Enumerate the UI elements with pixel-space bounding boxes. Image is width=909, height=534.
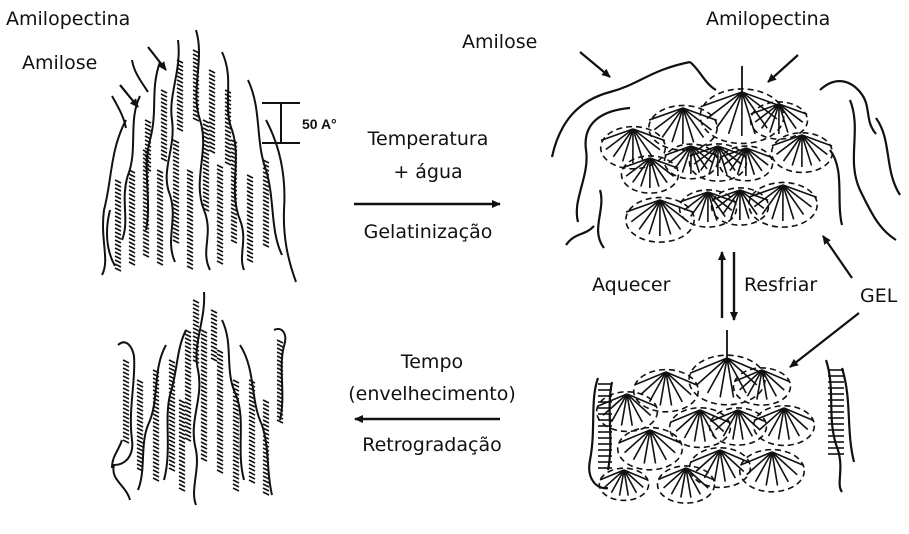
native-double-helices xyxy=(115,50,269,271)
gel-amylopectin-clusters xyxy=(601,66,833,242)
retrogradation-condition-line2: (envelhecimento) xyxy=(348,385,516,404)
amylopectin-cluster xyxy=(649,105,717,150)
amylopectin-cluster xyxy=(751,102,808,139)
retrogradation-label: Retrogradação xyxy=(362,436,501,455)
gel-label: GEL xyxy=(860,287,897,306)
heat-label: Aquecer xyxy=(592,276,670,295)
amylopectin-cluster xyxy=(754,406,815,446)
amylopectin-cluster xyxy=(626,197,694,242)
amylopectin-cluster xyxy=(597,392,658,432)
amylopectin-cluster xyxy=(622,156,679,193)
retrograded-starch-granule xyxy=(112,292,285,505)
gelatinization-condition-line1: Temperatura xyxy=(368,130,489,149)
gel-amylose-label: Amilose xyxy=(462,33,537,52)
gel-amylopectin-label: Amilopectina xyxy=(706,10,830,29)
native-amylopectin-label: Amilopectina xyxy=(6,10,130,29)
native-label-arrows xyxy=(120,47,166,107)
amylopectin-cluster xyxy=(664,144,717,179)
scale-bar-label: 50 A° xyxy=(302,117,337,131)
amylopectin-cluster xyxy=(719,146,772,181)
native-starch-granule xyxy=(102,30,296,282)
amylopectin-cluster xyxy=(689,355,765,405)
native-amylose-label: Amilose xyxy=(22,54,97,73)
cool-label: Resfriar xyxy=(744,276,817,295)
gelatinization-label: Gelatinização xyxy=(364,223,493,242)
amylopectin-cluster xyxy=(618,428,683,470)
retrograded-granule-helices xyxy=(123,300,283,495)
gelatinization-condition-line2: + água xyxy=(393,163,462,182)
amylopectin-cluster xyxy=(634,370,699,412)
amylopectin-cluster xyxy=(599,468,648,500)
retrograded-amylopectin-clusters xyxy=(597,330,815,503)
retrogradation-condition-line1: Tempo xyxy=(401,353,463,372)
